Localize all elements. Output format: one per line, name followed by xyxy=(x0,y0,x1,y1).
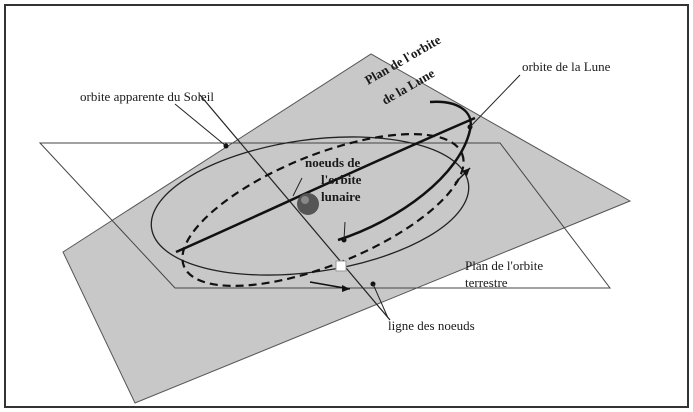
leader-nodes-lower xyxy=(343,221,346,241)
label-moon-orbit: orbite de la Lune xyxy=(522,59,611,74)
label-apparent-sun-orbit: orbite apparente du Soleil xyxy=(80,89,214,104)
label-earth-plane-2: terrestre xyxy=(465,275,508,290)
earth-orbit-plane xyxy=(38,142,612,289)
label-earth-plane-1: Plan de l'orbite xyxy=(465,258,543,273)
earth-highlight xyxy=(301,196,309,204)
apparent-sun-orbit-ellipse xyxy=(150,136,470,276)
leader-nodes-upper xyxy=(292,177,303,197)
orbit-arrow-2-head xyxy=(342,285,350,292)
moon-marker xyxy=(335,260,347,272)
label-nodes-1: noeuds de xyxy=(305,155,360,170)
label-line-of-nodes: ligne des noeuds xyxy=(388,318,475,333)
moon-orbit-plane xyxy=(62,53,632,404)
leader-line-of-nodes xyxy=(372,283,389,319)
label-nodes-3: lunaire xyxy=(321,189,361,204)
moon-orbit-solid xyxy=(337,100,473,242)
leader-moon-orbit xyxy=(469,74,521,128)
leader-sun-orbit xyxy=(174,103,227,147)
earth-sphere xyxy=(297,193,319,215)
line-of-nodes xyxy=(199,94,391,321)
label-nodes-2: l'orbite xyxy=(321,172,362,187)
orbit-arrow-1-head xyxy=(462,168,470,176)
